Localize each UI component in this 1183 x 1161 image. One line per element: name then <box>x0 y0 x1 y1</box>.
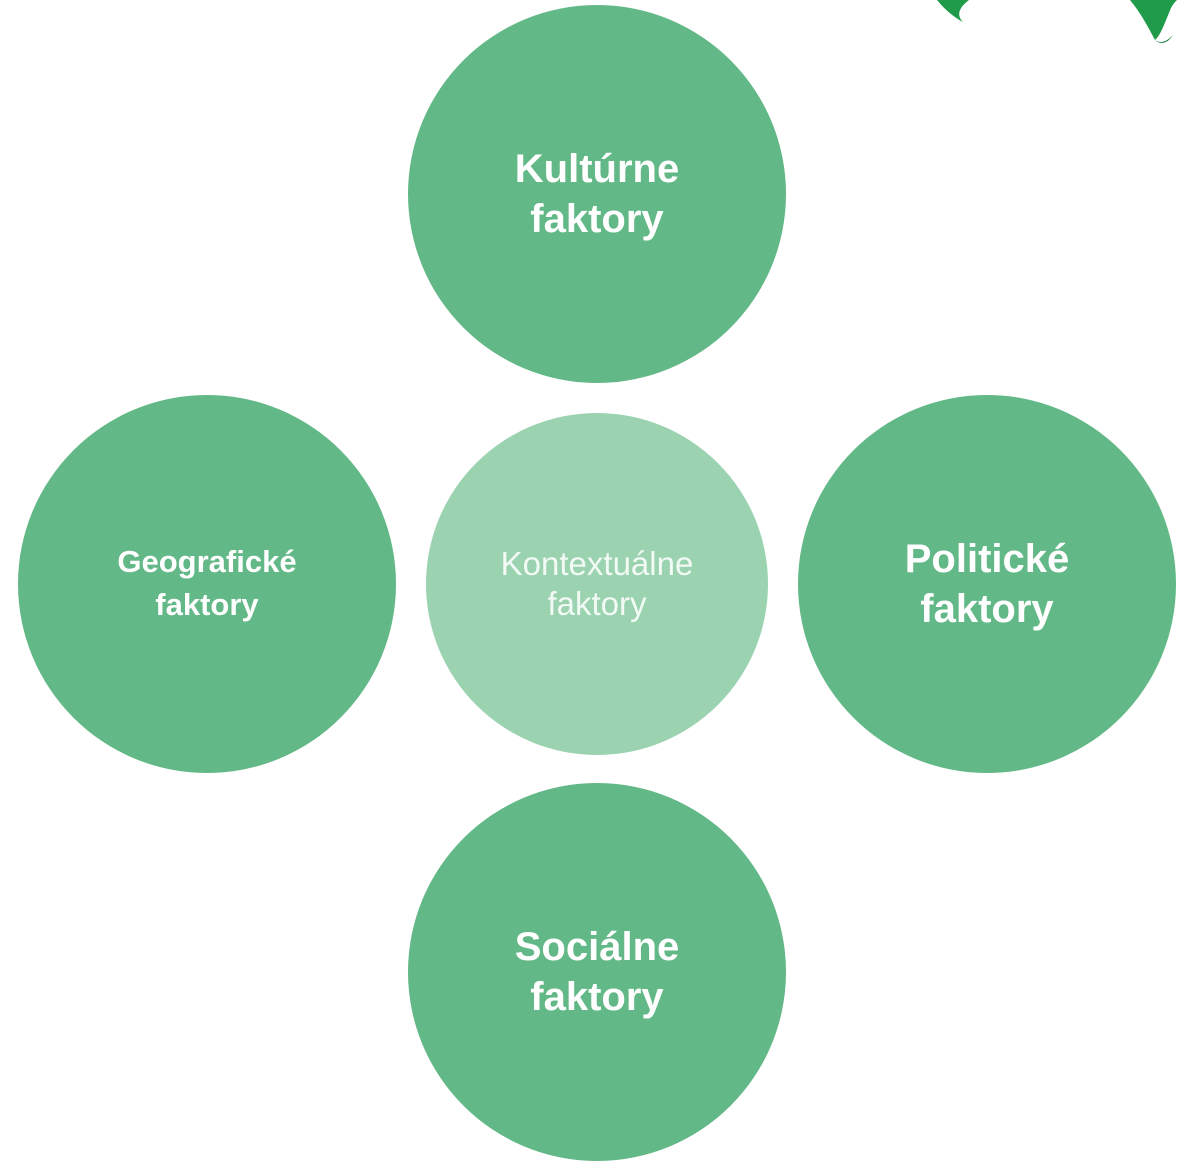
node-label: Kultúrne faktory <box>514 147 680 241</box>
node-label: Politické faktory <box>904 537 1070 631</box>
center-label: Kontextuálne faktory <box>500 545 694 622</box>
node-label: Geografické faktory <box>117 544 297 622</box>
node-political-factors: Politické faktory <box>798 395 1176 773</box>
node-cultural-factors: Kultúrne faktory <box>408 5 786 383</box>
leaf-icon <box>925 0 1183 60</box>
node-geographic-factors: Geografické faktory <box>18 395 396 773</box>
node-social-factors: Sociálne faktory <box>408 783 786 1161</box>
center-node-contextual-factors: Kontextuálne faktory <box>426 413 768 755</box>
node-label: Sociálne faktory <box>514 925 680 1019</box>
